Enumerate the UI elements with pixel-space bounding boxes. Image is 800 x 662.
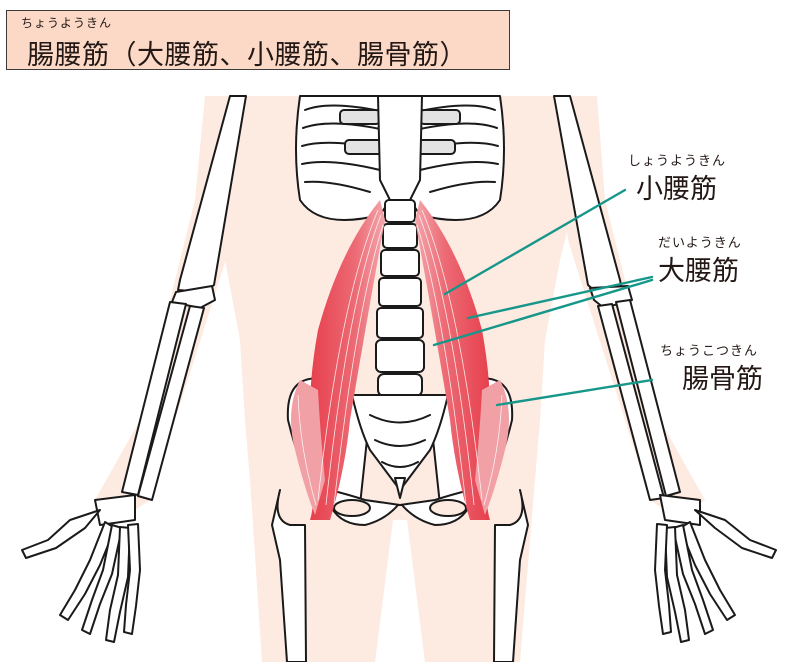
label-name: 腸骨筋 [682,364,763,395]
leader-line-psoas-minor [443,188,627,296]
right-iliacus [475,380,509,515]
left-hand-bones [21,494,141,643]
label-ruby: ちょうこつきん [660,344,759,359]
label-iliacus: ちょうこつきん 腸骨筋 [660,340,763,396]
skeleton [21,95,777,662]
thigh-gap [375,520,425,662]
label-ruby: しょうようきん [628,154,727,169]
title-ruby: ちょうようきん [21,16,113,30]
leader-line-psoas-major-2 [432,278,654,347]
leader-line-iliacus [495,378,654,407]
label-name: 小腰筋 [636,174,717,205]
right-psoas-major [415,200,491,520]
left-psoas-major [309,200,385,520]
label-ruby: だいようきん [658,236,742,251]
page-title: 腸腰筋（大腰筋、小腰筋、腸骨筋） [27,40,467,71]
lumbar-spine [375,199,425,397]
leader-line-psoas-major-1 [466,275,654,320]
femurs [271,489,529,662]
label-name: 大腰筋 [658,256,739,287]
left-iliacus [291,380,325,515]
leader-lines [432,188,654,407]
rib-cage [295,95,505,221]
psoas-muscles [291,200,509,520]
right-hand-bones [654,494,777,643]
title-box: ちょうようきん 腸腰筋（大腰筋、小腰筋、腸骨筋） [6,10,510,71]
label-psoas-major: だいようきん 大腰筋 [658,232,742,288]
label-psoas-minor: しょうようきん 小腰筋 [628,150,726,206]
